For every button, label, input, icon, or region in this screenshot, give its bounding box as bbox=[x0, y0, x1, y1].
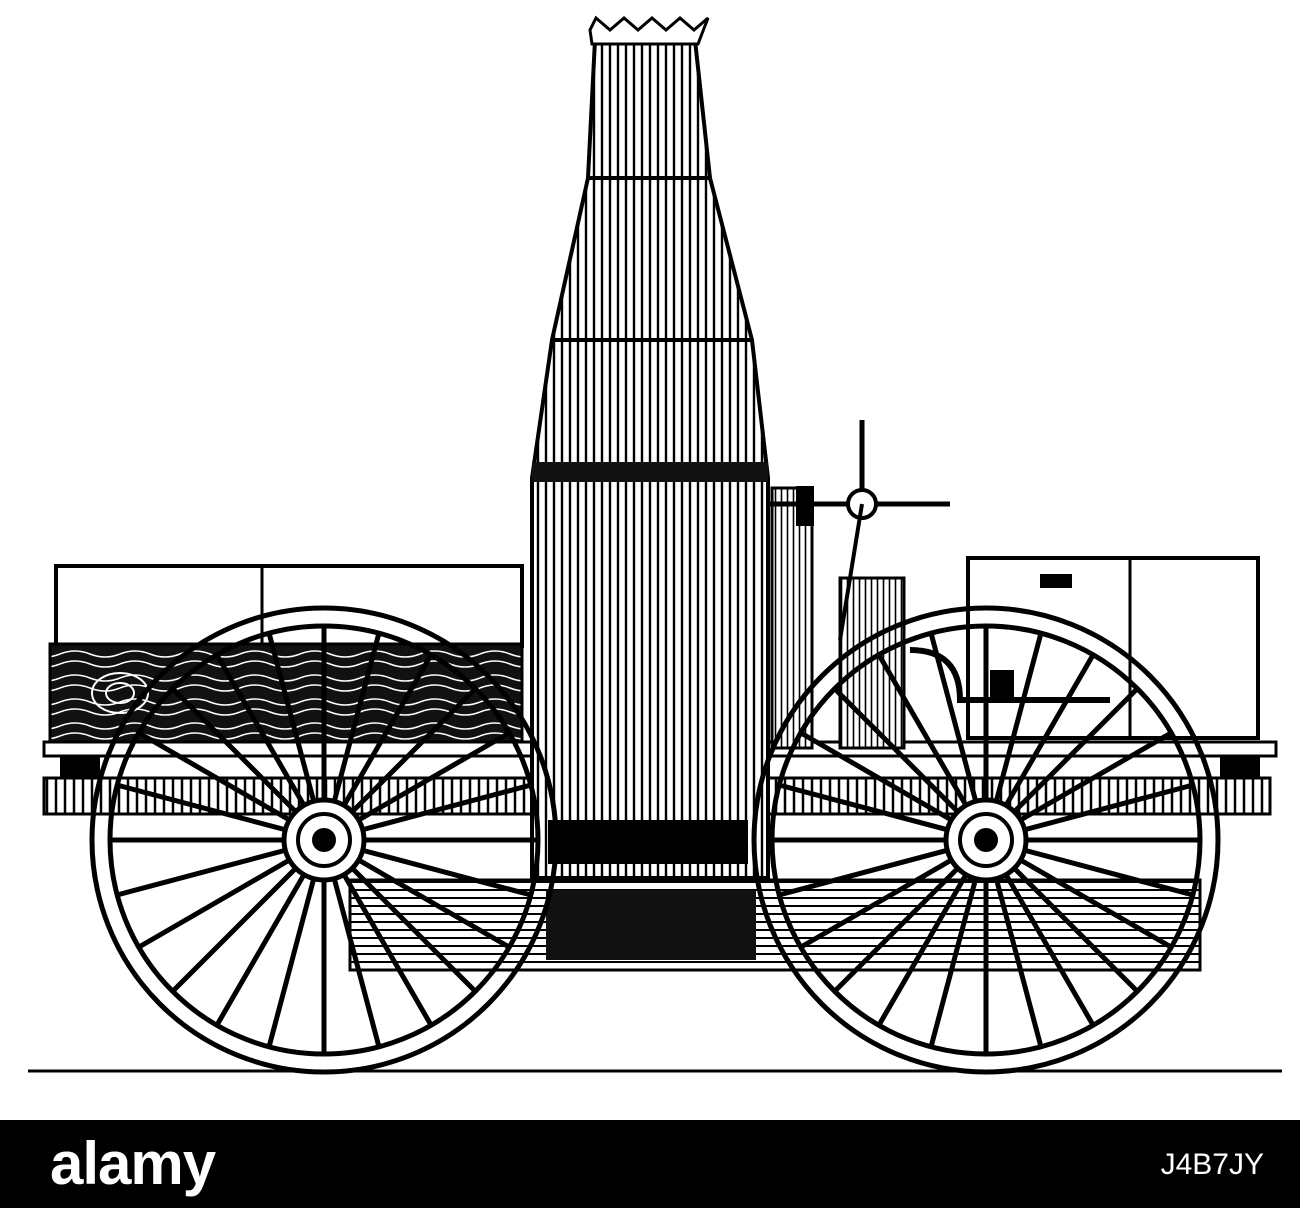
alamy-logo: alamy bbox=[50, 1130, 216, 1197]
locomotive-illustration bbox=[28, 15, 1282, 1075]
water-tank bbox=[966, 556, 1260, 740]
watermark-bar bbox=[0, 1120, 1300, 1208]
cylinder-gear bbox=[770, 420, 1110, 750]
boiler-chimney bbox=[530, 15, 770, 880]
front-wheel bbox=[751, 605, 1221, 1075]
fuel-tender bbox=[48, 564, 524, 746]
image-code: J4B7JY bbox=[1160, 1148, 1264, 1181]
rear-wheel bbox=[89, 605, 559, 1075]
